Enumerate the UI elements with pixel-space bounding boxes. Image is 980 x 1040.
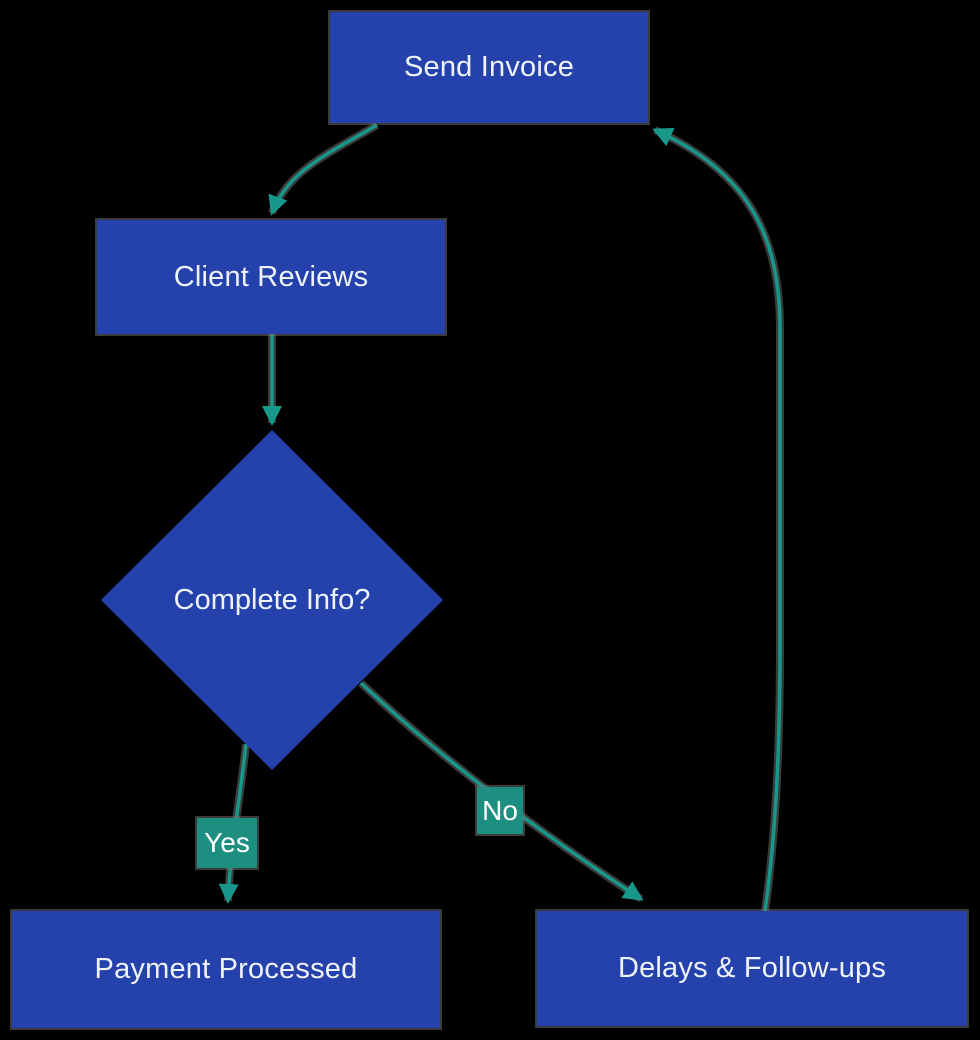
edge-send-to-client-shadow <box>272 125 377 213</box>
edge-label-yes: Yes <box>197 818 257 868</box>
edge-delays-to-send-shadow <box>655 130 780 911</box>
node-delays-follow-ups-label: Delays & Follow-ups <box>617 952 887 984</box>
node-payment-processed: Payment Processed <box>12 911 440 1028</box>
node-complete-info-label: Complete Info? <box>173 583 371 616</box>
node-send-invoice: Send Invoice <box>330 12 648 123</box>
node-client-reviews: Client Reviews <box>97 220 445 334</box>
node-payment-processed-label: Payment Processed <box>94 953 358 985</box>
node-send-invoice-label: Send Invoice <box>403 51 575 83</box>
node-client-reviews-label: Client Reviews <box>173 260 369 293</box>
node-complete-info: Complete Info? <box>101 430 443 770</box>
edge-label-no-text: No <box>482 794 518 826</box>
edge-label-yes-text: Yes <box>204 827 250 858</box>
node-delays-follow-ups: Delays & Follow-ups <box>537 911 967 1026</box>
edge-label-no: No <box>477 787 523 834</box>
edge-delays-to-send <box>653 128 782 913</box>
